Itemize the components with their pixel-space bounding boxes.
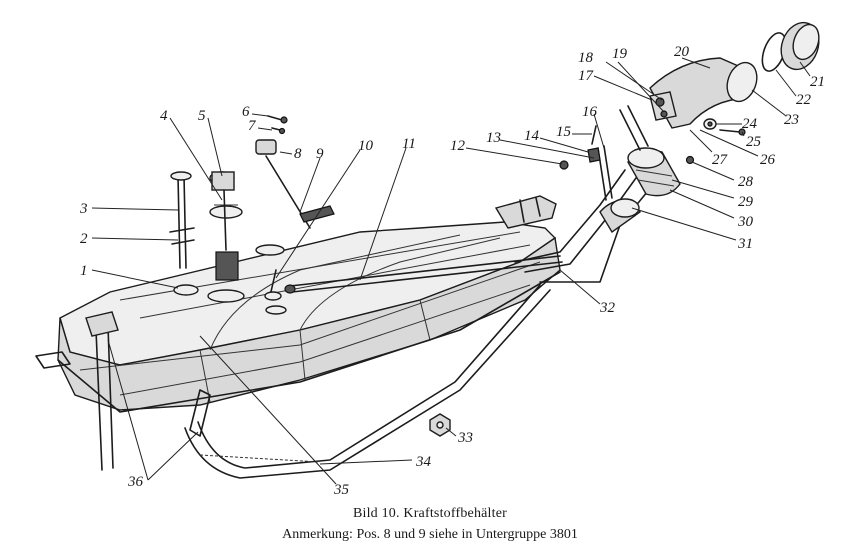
figure-caption-title: Bild 10. Kraftstoffbehälter bbox=[352, 506, 508, 521]
label-14: 14 bbox=[524, 128, 540, 144]
clamp-30 bbox=[627, 147, 681, 197]
fuel-line-11 bbox=[264, 255, 563, 301]
label-8: 8 bbox=[294, 146, 302, 162]
label-34: 34 bbox=[415, 454, 432, 470]
label-1: 1 bbox=[80, 263, 88, 279]
label-25: 25 bbox=[746, 134, 762, 150]
label-6: 6 bbox=[242, 104, 250, 120]
fuel-tank bbox=[35, 221, 561, 413]
label-10: 10 bbox=[358, 138, 374, 154]
label-27: 27 bbox=[712, 152, 729, 168]
parts-24-26 bbox=[703, 118, 746, 136]
label-16: 16 bbox=[582, 104, 598, 120]
label-3: 3 bbox=[79, 201, 88, 217]
figure-caption-note: Anmerkung: Pos. 8 und 9 siehe in Untergr… bbox=[282, 527, 578, 542]
fuel-sender bbox=[169, 171, 195, 269]
label-18: 18 bbox=[578, 50, 594, 66]
label-35: 35 bbox=[333, 482, 350, 498]
part-28 bbox=[685, 155, 695, 165]
label-2: 2 bbox=[80, 231, 88, 247]
label-32: 32 bbox=[599, 300, 616, 316]
label-13: 13 bbox=[486, 130, 501, 146]
label-19: 19 bbox=[612, 46, 628, 62]
label-31: 31 bbox=[737, 236, 753, 252]
filler-neck bbox=[619, 57, 758, 151]
label-7: 7 bbox=[248, 118, 257, 134]
label-9: 9 bbox=[316, 146, 324, 162]
label-21: 21 bbox=[810, 74, 825, 90]
tank-port bbox=[265, 305, 287, 315]
label-22: 22 bbox=[796, 92, 812, 108]
label-36: 36 bbox=[127, 474, 144, 490]
label-26: 26 bbox=[760, 152, 776, 168]
label-4: 4 bbox=[160, 108, 168, 124]
part-9 bbox=[255, 205, 335, 256]
tank-bracket bbox=[494, 195, 557, 229]
nut-33 bbox=[429, 413, 451, 437]
filler-cap-21 bbox=[780, 21, 820, 71]
leader-lines bbox=[91, 57, 811, 485]
fuel-tank-diagram: 1 2 3 4 5 6 7 8 9 10 11 12 13 14 15 16 1… bbox=[35, 21, 825, 498]
label-28: 28 bbox=[738, 174, 754, 190]
strap-36 bbox=[85, 311, 211, 471]
position-numbers: 1 2 3 4 5 6 7 8 9 10 11 12 13 14 15 16 1… bbox=[79, 44, 825, 498]
label-23: 23 bbox=[784, 112, 799, 128]
label-11: 11 bbox=[402, 136, 416, 152]
label-33: 33 bbox=[457, 430, 473, 446]
label-17: 17 bbox=[578, 68, 595, 84]
tank-port-1 bbox=[173, 284, 199, 296]
label-20: 20 bbox=[674, 44, 690, 60]
hose-31 bbox=[599, 198, 641, 234]
label-29: 29 bbox=[738, 194, 754, 210]
rod-16 bbox=[559, 125, 613, 201]
float-unit bbox=[207, 171, 245, 303]
label-24: 24 bbox=[742, 116, 758, 132]
label-5: 5 bbox=[198, 108, 206, 124]
label-15: 15 bbox=[556, 124, 572, 140]
screws-6-7 bbox=[267, 115, 288, 135]
label-30: 30 bbox=[737, 214, 754, 230]
label-12: 12 bbox=[450, 138, 466, 154]
